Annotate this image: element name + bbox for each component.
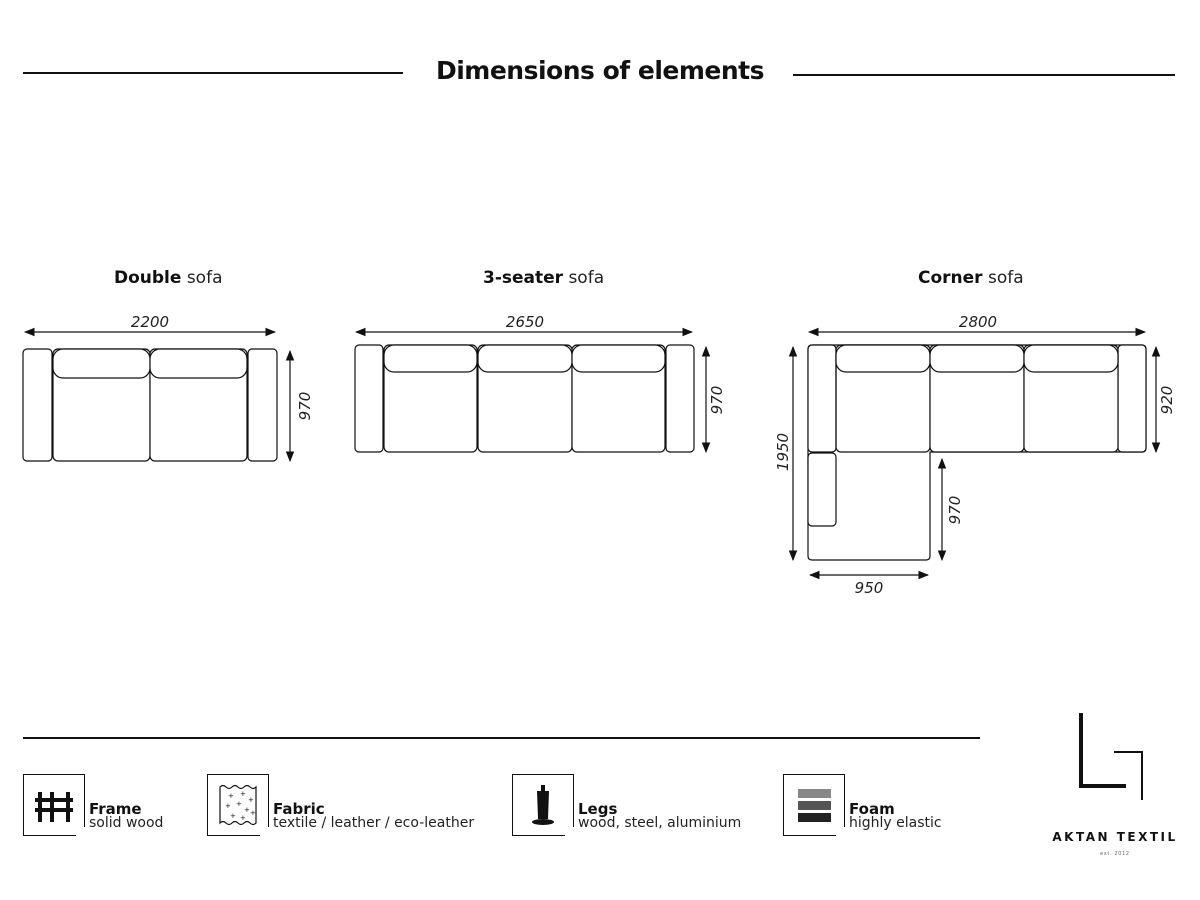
double-width-label: 2200 — [131, 313, 169, 331]
feature-frame: Frame solid wood — [23, 774, 223, 840]
header-rule-right — [793, 74, 1175, 76]
svg-text:+: + — [250, 809, 256, 817]
feature-legs: Legs wood, steel, aluminium — [512, 774, 772, 840]
frame-icon — [35, 792, 73, 822]
page-title: Dimensions of elements — [435, 56, 765, 85]
svg-text:+: + — [240, 790, 246, 798]
svg-text:+: + — [244, 806, 250, 814]
svg-text:+: + — [228, 792, 234, 800]
brand-tagline: est. 2012 — [1100, 851, 1130, 857]
corner-length-label: 1950 — [774, 433, 792, 471]
corner-sofa-drawing — [807, 344, 1147, 561]
svg-text:+: + — [248, 796, 254, 804]
feature-foam-subtitle: highly elastic — [849, 815, 942, 831]
feature-fabric-subtitle: textile / leather / eco-leather — [273, 815, 475, 831]
legs-icon — [532, 785, 554, 825]
svg-text:+: + — [240, 814, 246, 822]
feature-legs-title: Legs — [578, 800, 618, 818]
feature-frame-title: Frame — [89, 800, 142, 818]
legs-icon-box — [512, 774, 575, 837]
feature-foam: Foam highly elastic — [783, 774, 983, 840]
feature-legs-subtitle: wood, steel, aluminium — [578, 815, 742, 831]
three-width-label: 2650 — [506, 313, 544, 331]
fabric-icon-box: +++ +++ +++ — [207, 774, 270, 837]
double-sofa-title: Double sofa — [114, 268, 223, 288]
corner-width-label: 2800 — [959, 313, 997, 331]
corner-depth-label: 920 — [1158, 386, 1176, 415]
three-seater-sofa-title: 3-seater sofa — [483, 268, 605, 288]
corner-sofa-title: Corner sofa — [918, 268, 1024, 288]
foam-icon-box — [783, 774, 846, 837]
svg-text:+: + — [225, 802, 231, 810]
double-depth-label: 970 — [296, 392, 314, 421]
corner-chaise-width-label: 950 — [855, 579, 884, 597]
svg-text:+: + — [230, 812, 236, 820]
feature-fabric-title: Fabric — [273, 800, 325, 818]
feature-fabric: +++ +++ +++ Fabric textile / leather / e… — [207, 774, 497, 840]
three-seater-sofa-drawing — [354, 344, 695, 453]
double-sofa-drawing — [22, 348, 278, 462]
three-depth-label: 970 — [708, 386, 726, 415]
corner-inner-depth-label: 970 — [946, 496, 964, 525]
feature-foam-title: Foam — [849, 800, 895, 818]
foam-icon — [798, 789, 831, 822]
brand-name: AKTAN TEXTIL — [1052, 830, 1178, 844]
svg-text:+: + — [236, 800, 242, 808]
brand-logo-icon — [1079, 713, 1143, 800]
feature-frame-subtitle: solid wood — [89, 815, 164, 831]
fabric-icon: +++ +++ +++ — [219, 784, 257, 826]
header-rule-left — [23, 72, 403, 74]
frame-icon-box — [23, 774, 86, 837]
